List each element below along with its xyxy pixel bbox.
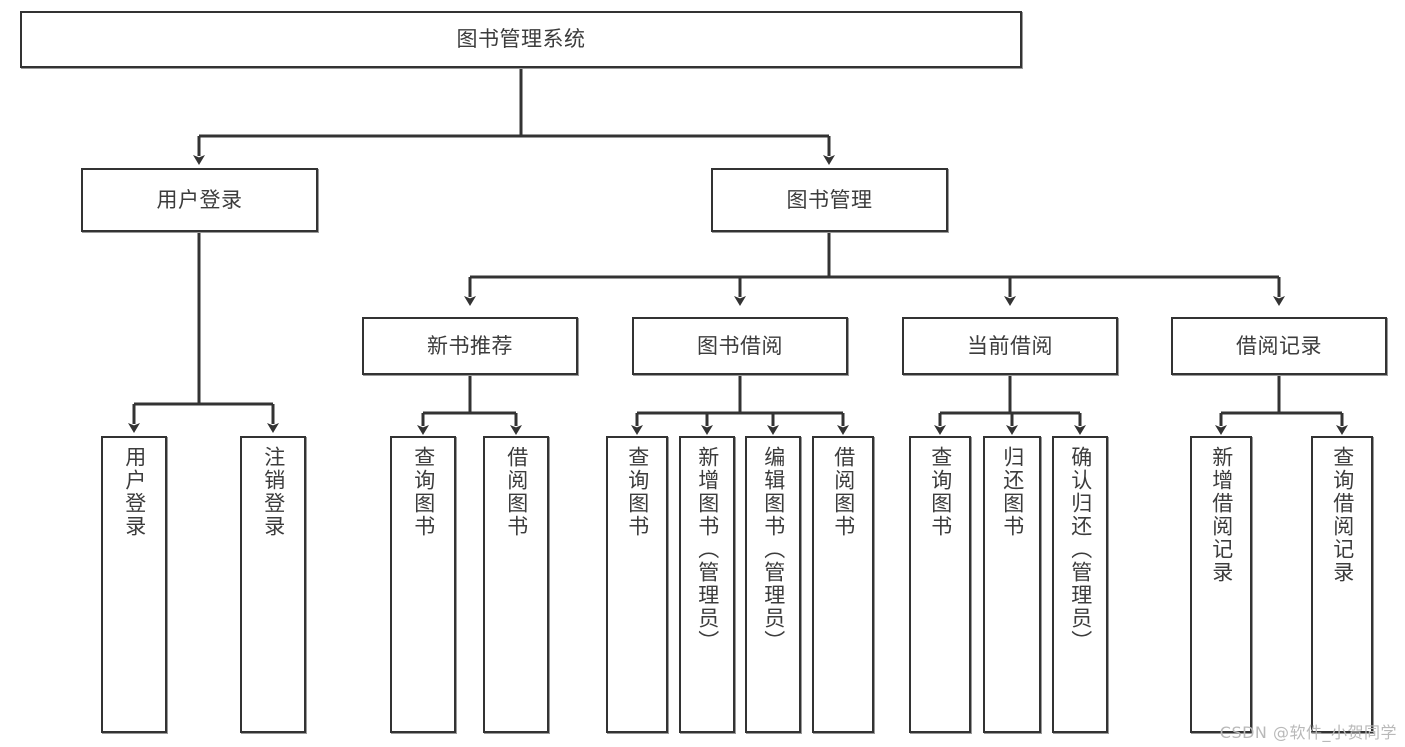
node-label: 借阅记录 — [1236, 333, 1322, 358]
node-label: 图书借阅 — [697, 333, 783, 358]
node-label: 归还图书 — [1000, 446, 1025, 538]
node-leaf-confirm-return-admin[interactable]: 确认归还（管理员） — [1052, 436, 1108, 733]
node-label: 新增图书（管理员） — [695, 446, 720, 653]
node-label: 借阅图书 — [831, 446, 856, 538]
node-leaf-edit-book-admin[interactable]: 编辑图书（管理员） — [745, 436, 801, 733]
node-label: 编辑图书（管理员） — [761, 446, 786, 653]
node-label: 注销登录 — [261, 446, 286, 538]
watermark-text: CSDN @软件_小贺同学 — [1219, 723, 1397, 742]
node-label: 用户登录 — [122, 446, 147, 538]
node-leaf-query-book-current[interactable]: 查询图书 — [909, 436, 971, 733]
node-label: 查询图书 — [928, 446, 953, 538]
node-leaf-query-book-rec[interactable]: 查询图书 — [390, 436, 456, 733]
node-leaf-add-book-admin[interactable]: 新增图书（管理员） — [679, 436, 735, 733]
node-level2-user-login[interactable]: 用户登录 — [81, 168, 318, 232]
node-label: 查询图书 — [411, 446, 436, 538]
node-label: 查询图书 — [625, 446, 650, 538]
node-label: 图书管理 — [786, 187, 873, 212]
node-label: 确认归还（管理员） — [1068, 446, 1093, 653]
node-leaf-borrow-book-rec[interactable]: 借阅图书 — [483, 436, 549, 733]
node-label: 借阅图书 — [504, 446, 529, 538]
node-label: 新书推荐 — [427, 333, 513, 358]
node-leaf-add-borrow-record[interactable]: 新增借阅记录 — [1190, 436, 1252, 733]
node-label: 查询借阅记录 — [1330, 446, 1355, 584]
node-leaf-logout[interactable]: 注销登录 — [240, 436, 306, 733]
node-leaf-query-book-borrow[interactable]: 查询图书 — [606, 436, 668, 733]
node-leaf-borrow-book[interactable]: 借阅图书 — [812, 436, 874, 733]
node-leaf-return-book[interactable]: 归还图书 — [983, 436, 1041, 733]
node-leaf-query-borrow-record[interactable]: 查询借阅记录 — [1311, 436, 1373, 733]
node-leaf-user-login[interactable]: 用户登录 — [101, 436, 167, 733]
node-level3-borrow-record[interactable]: 借阅记录 — [1171, 317, 1387, 375]
node-label: 新增借阅记录 — [1209, 446, 1234, 584]
node-level3-book-borrow[interactable]: 图书借阅 — [632, 317, 848, 375]
node-label: 当前借阅 — [967, 333, 1053, 358]
node-level3-current-borrow[interactable]: 当前借阅 — [902, 317, 1118, 375]
node-root[interactable]: 图书管理系统 — [20, 11, 1022, 68]
node-level2-book-management[interactable]: 图书管理 — [711, 168, 948, 232]
node-level3-new-book-recommend[interactable]: 新书推荐 — [362, 317, 578, 375]
node-label: 图书管理系统 — [456, 27, 586, 52]
node-label: 用户登录 — [156, 187, 243, 212]
